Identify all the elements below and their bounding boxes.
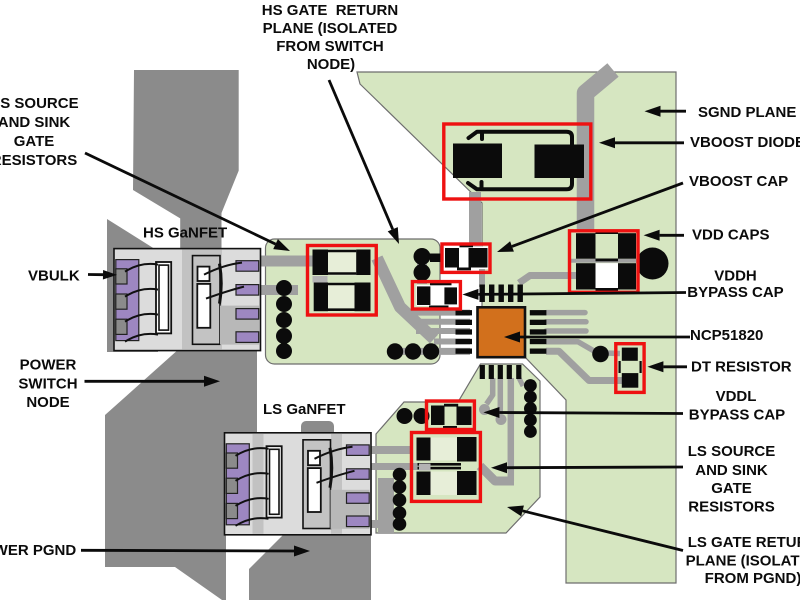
svg-text:VBOOST DIODE: VBOOST DIODE bbox=[690, 134, 800, 151]
svg-text:GATE: GATE bbox=[14, 133, 55, 150]
svg-text:RESISTORS: RESISTORS bbox=[0, 152, 77, 169]
svg-text:POWER PGND: POWER PGND bbox=[0, 542, 76, 559]
svg-text:PLANE (ISOLATED: PLANE (ISOLATED bbox=[686, 553, 800, 570]
svg-text:BYPASS CAP: BYPASS CAP bbox=[687, 284, 783, 301]
svg-text:BYPASS CAP: BYPASS CAP bbox=[689, 407, 785, 424]
svg-text:FROM PGND): FROM PGND) bbox=[705, 570, 800, 587]
svg-text:VDDL: VDDL bbox=[716, 388, 757, 405]
svg-text:NODE): NODE) bbox=[307, 56, 355, 73]
svg-text:VBULK: VBULK bbox=[28, 268, 80, 285]
svg-text:POWER: POWER bbox=[20, 357, 77, 374]
svg-text:LS SOURCE: LS SOURCE bbox=[688, 443, 776, 460]
svg-text:NCP51820: NCP51820 bbox=[690, 327, 763, 344]
svg-text:VDD CAPS: VDD CAPS bbox=[692, 227, 770, 244]
svg-text:FROM SWITCH: FROM SWITCH bbox=[276, 38, 383, 55]
svg-text:PLANE (ISOLATED: PLANE (ISOLATED bbox=[263, 20, 398, 37]
svg-text:HS GATE RETURN: HS GATE RETURN bbox=[262, 2, 398, 19]
svg-text:GATE: GATE bbox=[711, 480, 752, 497]
svg-text:AND SINK: AND SINK bbox=[0, 114, 70, 131]
svg-text:SWITCH: SWITCH bbox=[18, 376, 77, 393]
svg-text:AND SINK: AND SINK bbox=[695, 462, 768, 479]
svg-text:VBOOST CAP: VBOOST CAP bbox=[689, 173, 788, 190]
svg-text:LS GATE RETURN: LS GATE RETURN bbox=[688, 534, 800, 551]
svg-text:NODE: NODE bbox=[26, 394, 69, 411]
svg-text:HS SOURCE: HS SOURCE bbox=[0, 95, 79, 112]
svg-text:VDDH: VDDH bbox=[714, 268, 757, 285]
svg-text:SGND PLANE: SGND PLANE bbox=[698, 104, 796, 121]
svg-text:RESISTORS: RESISTORS bbox=[688, 499, 774, 516]
svg-text:LS GaNFET: LS GaNFET bbox=[263, 401, 346, 418]
svg-text:DT RESISTOR: DT RESISTOR bbox=[691, 359, 792, 376]
svg-text:HS GaNFET: HS GaNFET bbox=[143, 225, 227, 242]
